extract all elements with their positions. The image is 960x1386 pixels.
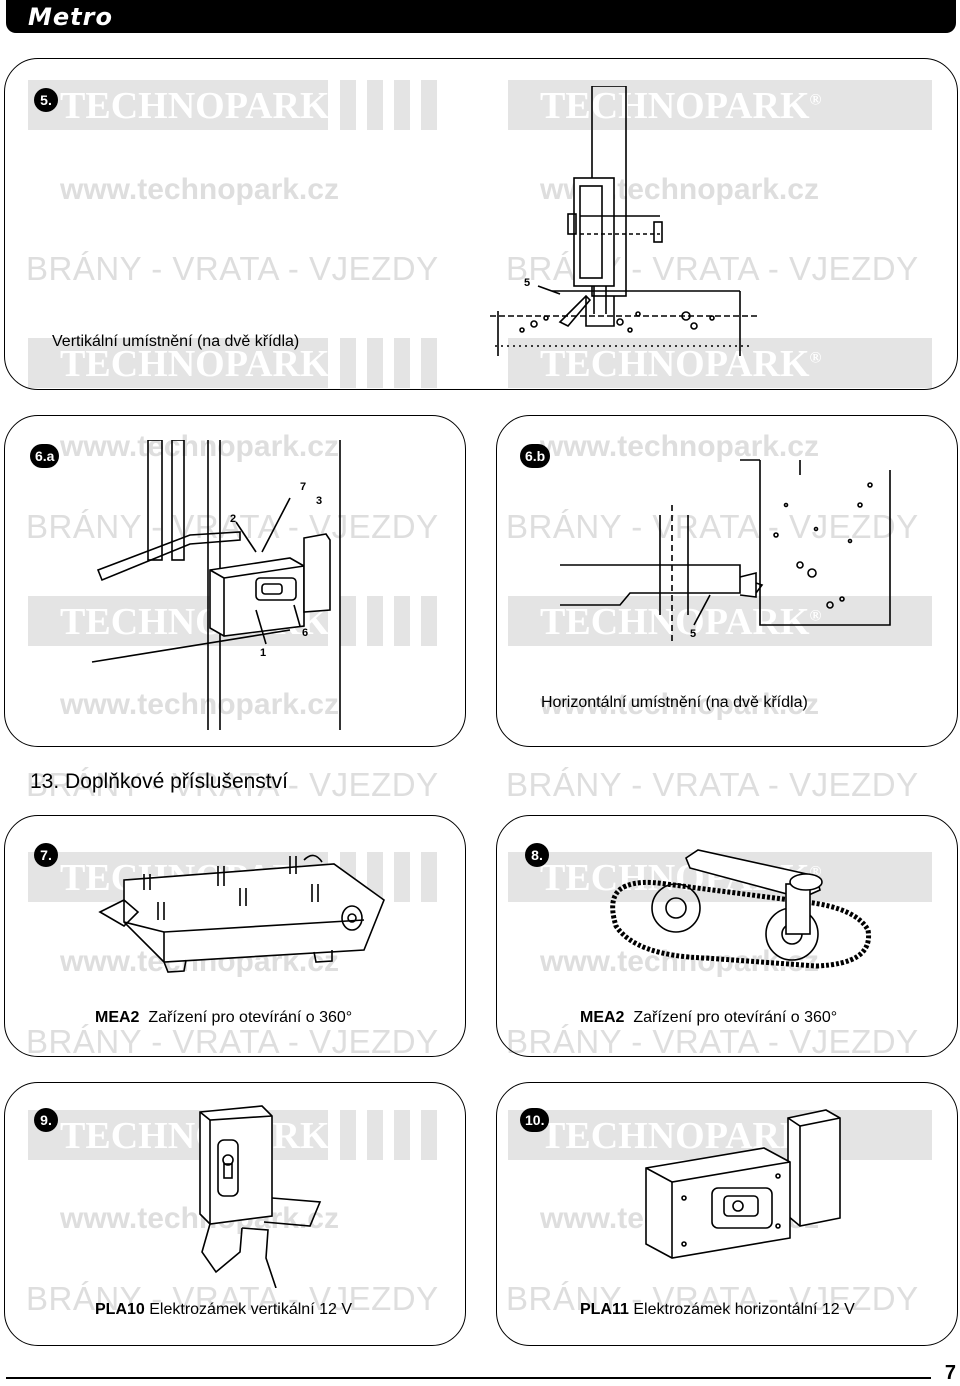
panel-number-10: 10. xyxy=(520,1108,550,1132)
panel-10-caption: PLA11 Elektrozámek horizontální 12 V xyxy=(580,1301,855,1318)
vertical-mount-drawing: 5 xyxy=(490,86,760,356)
panel-10 xyxy=(496,1082,958,1346)
product-code: MEA2 xyxy=(580,1009,625,1026)
part-label-7: 7 xyxy=(300,481,306,493)
panel-number-6a: 6.a xyxy=(30,444,60,468)
part-label-5: 5 xyxy=(524,277,530,289)
section-title: 13. Doplňkové příslušenství xyxy=(30,770,288,793)
header-bar: Metro xyxy=(6,0,956,33)
panel-number-8: 8. xyxy=(525,843,549,867)
part-label-5b: 5 xyxy=(690,628,696,640)
chain-sprocket-drawing xyxy=(610,849,872,969)
page-number: 7 xyxy=(944,1362,956,1384)
part-label-6: 6 xyxy=(302,627,308,639)
panel-8 xyxy=(496,815,958,1057)
product-code: PLA11 xyxy=(580,1301,629,1318)
panel-number-7: 7. xyxy=(34,843,58,867)
panel-7 xyxy=(4,815,466,1057)
panel-9-caption: PLA10 Elektrozámek vertikální 12 V xyxy=(95,1301,352,1318)
panel-5-caption: Vertikální umístnění (na dvě křídla) xyxy=(52,333,300,350)
part-label-1: 1 xyxy=(260,647,266,659)
panel-6b-caption: Horizontální umístnění (na dvě křídla) xyxy=(541,694,808,711)
product-code: MEA2 xyxy=(95,1009,140,1026)
panel-5 xyxy=(4,58,958,390)
lock-gate-drawing: 7 3 2 6 1 xyxy=(91,440,341,730)
pla10-vertical-lock-drawing xyxy=(199,1105,322,1288)
panel-number-9: 9. xyxy=(34,1108,58,1132)
panel-8-caption: MEA2 Zařízení pro otevírání o 360° xyxy=(580,1009,838,1026)
header-title: Metro xyxy=(28,3,113,31)
part-label-3: 3 xyxy=(316,495,322,507)
panel-9 xyxy=(4,1082,466,1346)
footer-rule xyxy=(6,1377,931,1379)
panel-6a xyxy=(4,415,466,747)
product-code: PLA10 xyxy=(95,1301,145,1318)
mea2-device-drawing xyxy=(98,854,385,973)
pla11-horizontal-lock-drawing xyxy=(645,1109,841,1259)
panel-6b xyxy=(496,415,958,747)
horizontal-mount-drawing: 5 xyxy=(560,459,891,645)
panel-number-6b: 6.b xyxy=(520,444,551,468)
part-label-2: 2 xyxy=(230,513,236,525)
panel-7-caption: MEA2 Zařízení pro otevírání o 360° xyxy=(95,1009,353,1026)
panel-number-5: 5. xyxy=(34,88,58,112)
